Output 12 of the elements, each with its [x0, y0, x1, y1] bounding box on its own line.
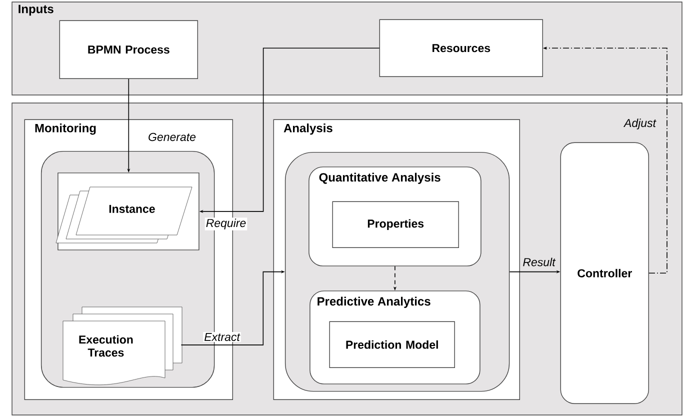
document-stack: Execution Traces	[62, 306, 182, 386]
edge-label: Adjust	[623, 118, 657, 130]
edge-label: Extract	[203, 332, 241, 342]
controller-box: Controller	[560, 142, 649, 404]
edge-label: Result	[522, 256, 556, 268]
instance-box: Instance	[56, 172, 200, 250]
model-box: Prediction Model	[329, 321, 455, 368]
edge-label: Generate	[147, 132, 197, 142]
resource-box: Resources	[379, 19, 543, 77]
properties-box: Properties	[332, 201, 459, 248]
process-box: BPMN Process	[59, 20, 198, 79]
edge-label: Require	[204, 218, 248, 230]
